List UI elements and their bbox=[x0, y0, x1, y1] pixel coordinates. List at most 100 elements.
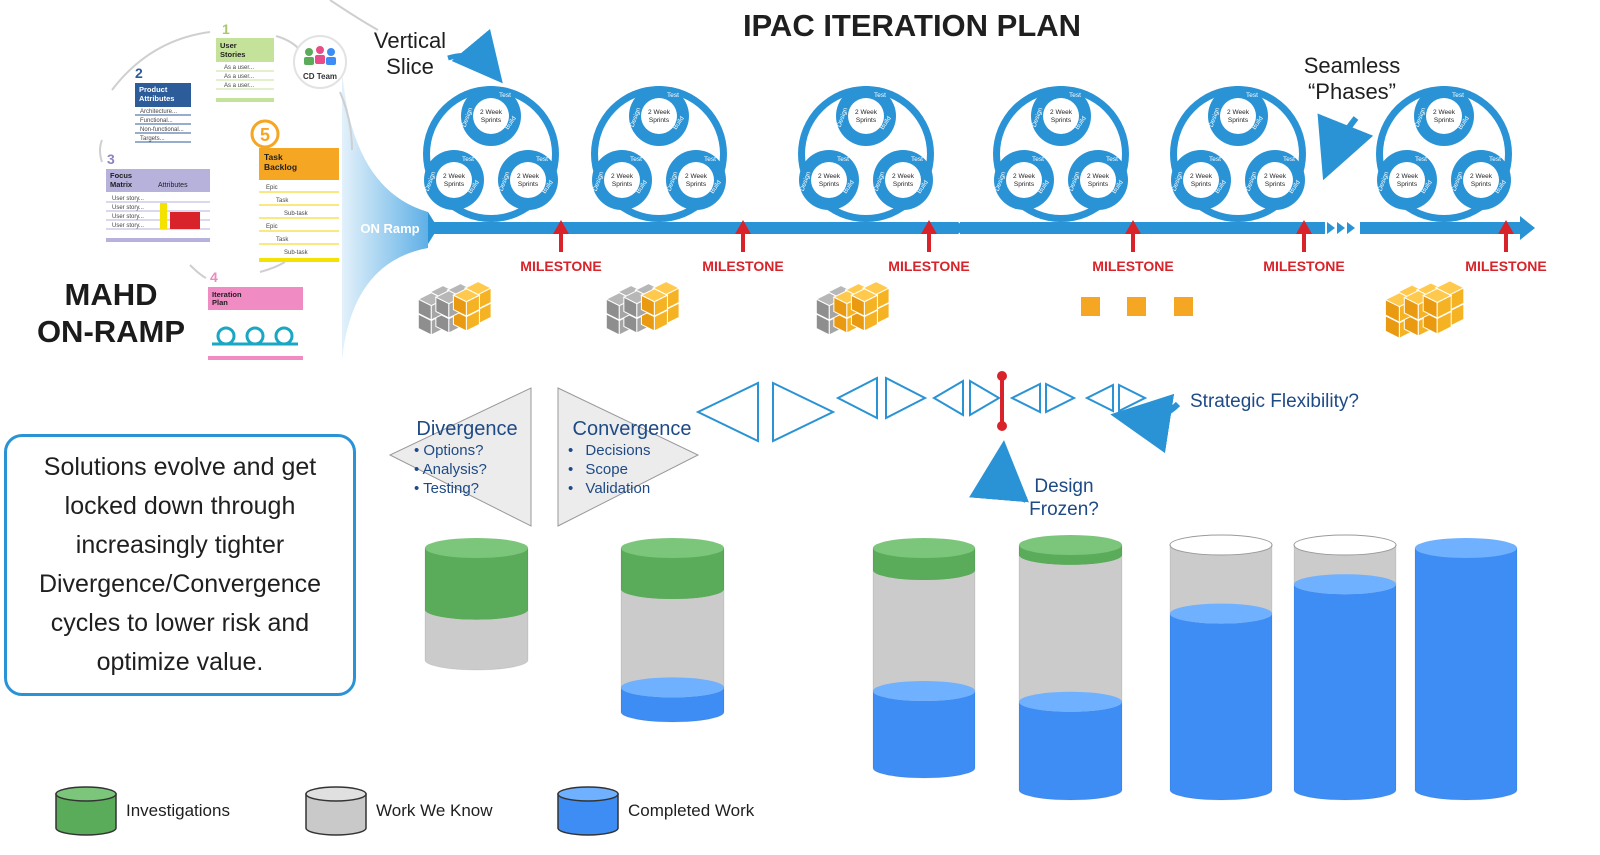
design-frozen-label-line2: Frozen? bbox=[1029, 499, 1099, 520]
svg-text:Targets...: Targets... bbox=[140, 136, 165, 142]
ring-word-test: Test bbox=[1283, 156, 1295, 163]
svg-text:User story...: User story... bbox=[112, 223, 144, 229]
svg-text:Task: Task bbox=[276, 198, 289, 204]
convergence-shape bbox=[557, 387, 700, 527]
design-freeze-marker bbox=[997, 371, 1007, 431]
ring-word-test: Test bbox=[1069, 92, 1081, 99]
sprint-label: Sprints bbox=[1265, 181, 1286, 188]
work-cylinder bbox=[1169, 534, 1273, 801]
on-ramp-funnel bbox=[342, 70, 428, 360]
svg-text:Backlog: Backlog bbox=[264, 162, 297, 172]
svg-text:Sub-task: Sub-task bbox=[284, 211, 309, 217]
milestone: MILESTONE bbox=[1092, 220, 1174, 274]
convergence-item: • Scope bbox=[568, 461, 628, 478]
milestone-arrow-icon bbox=[553, 220, 569, 234]
cube-stack bbox=[605, 281, 681, 336]
ring-word-test: Test bbox=[1032, 156, 1044, 163]
sprint-label: 2 Week bbox=[818, 173, 841, 180]
svg-text:As a user...: As a user... bbox=[224, 83, 254, 89]
summary-box: Solutions evolve and get locked down thr… bbox=[4, 434, 356, 696]
ring-word-test: Test bbox=[704, 156, 716, 163]
cd-team-badge: CD Team bbox=[293, 35, 347, 89]
svg-text:As a user...: As a user... bbox=[224, 65, 254, 71]
milestone-arrow-icon bbox=[921, 220, 937, 234]
ring-word-test: Test bbox=[667, 92, 679, 99]
milestone: MILESTONE bbox=[520, 220, 602, 274]
legend-label: Investigations bbox=[126, 801, 230, 820]
milestone: MILESTONE bbox=[1263, 220, 1345, 274]
svg-text:As a user...: As a user... bbox=[224, 74, 254, 80]
ring-word-test: Test bbox=[1246, 92, 1258, 99]
divergence-item: • Testing? bbox=[414, 480, 479, 497]
work-cylinder bbox=[424, 538, 529, 671]
legend-item: Completed Work bbox=[557, 786, 755, 836]
sprint-label: 2 Week bbox=[611, 173, 634, 180]
ring-word-test: Test bbox=[536, 156, 548, 163]
svg-text:Functional...: Functional... bbox=[140, 118, 173, 124]
sprint-label: 2 Week bbox=[1227, 109, 1250, 116]
summary-text: Solutions evolve and get locked down thr… bbox=[38, 453, 322, 676]
work-cylinders bbox=[424, 534, 1518, 801]
cd-team-label: CD Team bbox=[303, 72, 337, 81]
sprint-label: Sprints bbox=[819, 181, 840, 188]
sprint-label: Sprints bbox=[686, 181, 707, 188]
timeline-bar bbox=[428, 212, 1535, 244]
sprint-label: Sprints bbox=[1471, 181, 1492, 188]
divergence-item: • Analysis? bbox=[414, 461, 487, 478]
sprint-label: 2 Week bbox=[1470, 173, 1493, 180]
onramp-cycle bbox=[99, 0, 379, 279]
legend-swatch bbox=[557, 793, 619, 836]
sprint-label: 2 Week bbox=[1087, 173, 1110, 180]
svg-text:Sub-task: Sub-task bbox=[284, 250, 309, 256]
vertical-slice-label-line1: Vertical bbox=[374, 28, 446, 53]
strategic-flexibility-arrow-icon bbox=[1110, 393, 1181, 454]
svg-text:1: 1 bbox=[222, 21, 230, 37]
cube-stack bbox=[815, 281, 891, 336]
convergence-item: • Validation bbox=[568, 480, 650, 497]
divergence-item: • Options? bbox=[414, 442, 483, 459]
cube-stack bbox=[417, 281, 493, 336]
sprint-label: 2 Week bbox=[1264, 173, 1287, 180]
svg-text:3: 3 bbox=[107, 151, 115, 167]
ring-word-test: Test bbox=[462, 156, 474, 163]
sprint-label: Sprints bbox=[1434, 117, 1455, 124]
work-cylinder bbox=[872, 538, 976, 779]
mahd-on-ramp-title: MAHD ON-RAMP bbox=[6, 276, 216, 350]
legend-swatch bbox=[55, 793, 117, 836]
strategic-flexibility-label: Strategic Flexibility? bbox=[1190, 391, 1359, 412]
legend-item: Work We Know bbox=[305, 786, 493, 836]
legend-label: Work We Know bbox=[376, 801, 493, 820]
svg-text:Attributes: Attributes bbox=[158, 182, 188, 189]
svg-text:Product: Product bbox=[139, 85, 168, 94]
diverge-converge-sequence bbox=[695, 376, 1148, 443]
ellipsis-squares bbox=[1081, 297, 1193, 316]
sprint-label: 2 Week bbox=[1050, 109, 1073, 116]
svg-text:2: 2 bbox=[135, 65, 143, 81]
divergence-shape bbox=[388, 387, 532, 527]
sprint-label: Sprints bbox=[612, 181, 633, 188]
svg-text:Matrix: Matrix bbox=[110, 180, 133, 189]
convergence-title: Convergence bbox=[573, 418, 692, 440]
milestone-arrow-icon bbox=[1125, 220, 1141, 234]
onramp-card-user-stories: 1 User Stories As a user... As a user...… bbox=[216, 21, 274, 102]
sprint-label: Sprints bbox=[1051, 117, 1072, 124]
design-frozen-arrow-icon bbox=[969, 440, 1029, 503]
ring-word-test: Test bbox=[874, 92, 886, 99]
sprint-label: Sprints bbox=[1397, 181, 1418, 188]
svg-text:User story...: User story... bbox=[112, 205, 144, 211]
svg-text:Non-functional...: Non-functional... bbox=[140, 127, 184, 133]
